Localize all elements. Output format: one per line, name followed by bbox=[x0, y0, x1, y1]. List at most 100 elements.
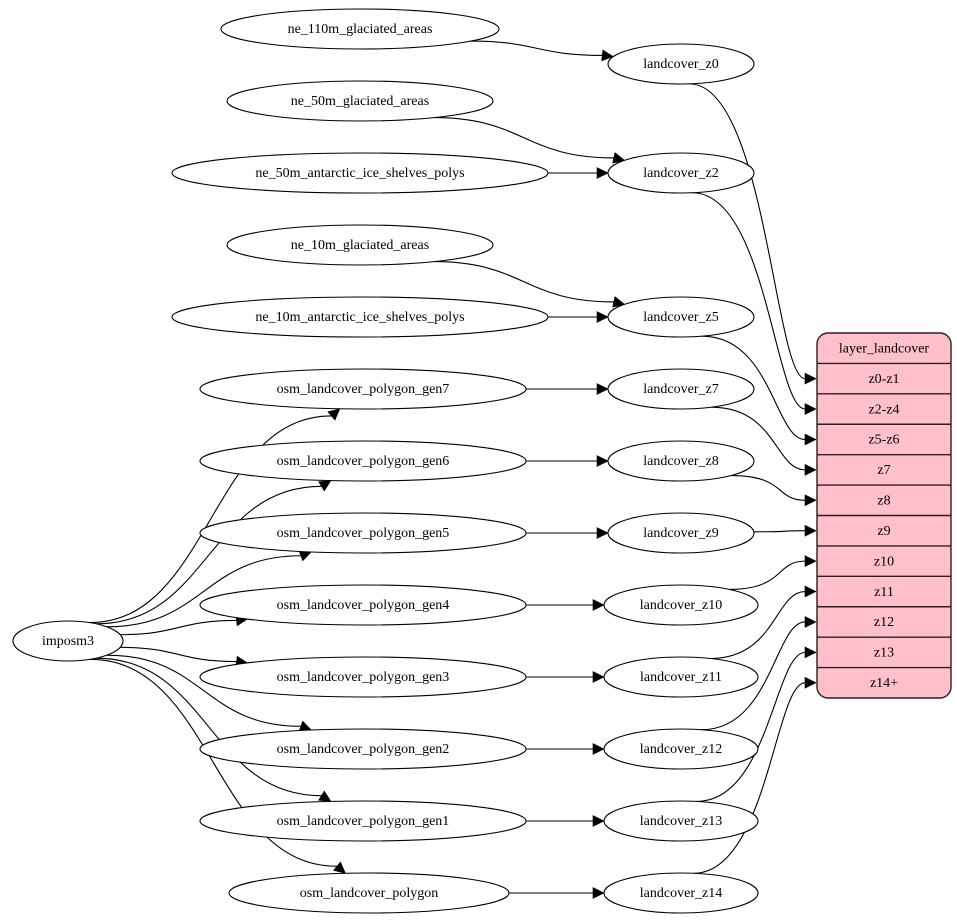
node-shape bbox=[199, 656, 527, 698]
node-label: ne_50m_antarctic_ice_shelves_polys bbox=[255, 166, 464, 181]
node-osm-landcover-polygon-gen4[interactable]: osm_landcover_polygon_gen4 bbox=[199, 584, 527, 626]
edge-arrowhead bbox=[804, 676, 817, 689]
node-landcover-z5[interactable]: landcover_z5 bbox=[607, 296, 755, 338]
node-label: landcover_z5 bbox=[643, 310, 718, 325]
table-row-z13[interactable]: z13 bbox=[874, 646, 894, 661]
layer-landcover-table: layer_landcover z0-z1 z2-z4 z5-z6 z7 z8 z9 z10 z… bbox=[816, 332, 952, 699]
node-shape bbox=[607, 512, 755, 554]
node-shape bbox=[199, 728, 527, 770]
edge-imposm3-to-osm-landcover-polygon-gen7 bbox=[89, 415, 332, 624]
edge-arrowhead bbox=[592, 887, 605, 899]
node-shape bbox=[12, 620, 124, 662]
node-shape bbox=[226, 80, 494, 122]
edge-arrowhead bbox=[804, 524, 817, 537]
node-landcover-z7[interactable]: landcover_z7 bbox=[607, 368, 755, 410]
node-ne-50m-antarctic-ice-shelves-polys[interactable]: ne_50m_antarctic_ice_shelves_polys bbox=[171, 152, 549, 194]
table-row-z9[interactable]: z9 bbox=[877, 524, 890, 539]
edge-arrowhead bbox=[804, 555, 817, 568]
table-row-z10[interactable]: z10 bbox=[874, 554, 894, 569]
node-osm-landcover-polygon-gen1[interactable]: osm_landcover_polygon_gen1 bbox=[199, 800, 527, 842]
edge-imposm3-to-osm-landcover-polygon-gen4 bbox=[120, 619, 237, 636]
edge-imposm3-to-osm-landcover-polygon-gen5 bbox=[106, 555, 301, 628]
edge-landcover-z10-to-z10 bbox=[729, 560, 806, 590]
node-shape bbox=[199, 368, 527, 410]
edge-arrowhead bbox=[596, 311, 609, 323]
node-landcover-z14[interactable]: landcover_z14 bbox=[603, 872, 759, 914]
node-label: imposm3 bbox=[42, 634, 94, 649]
node-osm-landcover-polygon-gen3[interactable]: osm_landcover_polygon_gen3 bbox=[199, 656, 527, 698]
node-landcover-z8[interactable]: landcover_z8 bbox=[607, 440, 755, 482]
node-label: osm_landcover_polygon_gen2 bbox=[277, 742, 450, 757]
table-row-z0-z1[interactable]: z0-z1 bbox=[868, 372, 899, 387]
node-landcover-z9[interactable]: landcover_z9 bbox=[607, 512, 755, 554]
table-header-label: layer_landcover bbox=[839, 341, 930, 356]
table-row-z12[interactable]: z12 bbox=[874, 615, 894, 630]
node-label: osm_landcover_polygon_gen6 bbox=[277, 454, 450, 469]
table-row-z5-z6[interactable]: z5-z6 bbox=[868, 433, 899, 448]
node-landcover-z0[interactable]: landcover_z0 bbox=[607, 43, 755, 85]
edge-arrowhead bbox=[596, 383, 609, 395]
table-row-z8[interactable]: z8 bbox=[877, 494, 890, 509]
table-row-z2-z4[interactable]: z2-z4 bbox=[868, 402, 899, 417]
edge-arrowhead bbox=[592, 743, 605, 755]
edge-landcover-z5-to-z5-z6 bbox=[702, 335, 806, 441]
edge-landcover-z14-to-z14 bbox=[693, 682, 806, 874]
node-shape bbox=[226, 224, 494, 266]
node-shape bbox=[607, 440, 755, 482]
node-landcover-z10[interactable]: landcover_z10 bbox=[603, 584, 759, 626]
edge-arrowhead bbox=[318, 790, 332, 802]
node-shape bbox=[607, 368, 755, 410]
edge-arrowhead bbox=[804, 372, 817, 385]
node-ne-110m-glaciated-areas[interactable]: ne_110m_glaciated_areas bbox=[220, 8, 500, 50]
edge-arrowhead bbox=[804, 585, 817, 598]
edge-arrowhead bbox=[596, 455, 609, 467]
node-ne-10m-antarctic-ice-shelves-polys[interactable]: ne_10m_antarctic_ice_shelves_polys bbox=[171, 296, 549, 338]
node-osm-landcover-polygon-gen5[interactable]: osm_landcover_polygon_gen5 bbox=[199, 512, 527, 554]
node-imposm3[interactable]: imposm3 bbox=[12, 620, 124, 662]
node-label: landcover_z12 bbox=[640, 742, 722, 757]
node-shape bbox=[171, 152, 549, 194]
edge-arrowhead bbox=[804, 463, 817, 476]
edge-landcover-z11-to-z11 bbox=[710, 590, 806, 660]
node-osm-landcover-polygon[interactable]: osm_landcover_polygon bbox=[228, 872, 510, 914]
node-ne-10m-glaciated-areas[interactable]: ne_10m_glaciated_areas bbox=[226, 224, 494, 266]
edge-arrowhead bbox=[592, 815, 605, 827]
node-osm-landcover-polygon-gen2[interactable]: osm_landcover_polygon_gen2 bbox=[199, 728, 527, 770]
node-label: osm_landcover_polygon_gen5 bbox=[277, 526, 450, 541]
node-landcover-z12[interactable]: landcover_z12 bbox=[603, 728, 759, 770]
node-osm-landcover-polygon-gen6[interactable]: osm_landcover_polygon_gen6 bbox=[199, 440, 527, 482]
node-ne-50m-glaciated-areas[interactable]: ne_50m_glaciated_areas bbox=[226, 80, 494, 122]
table-row-z14[interactable]: z14+ bbox=[870, 676, 898, 691]
edge-arrowhead bbox=[333, 861, 346, 874]
node-label: landcover_z7 bbox=[643, 382, 718, 397]
edge-landcover-z2-to-z2-z4 bbox=[692, 192, 806, 410]
edge-landcover-z13-to-z13 bbox=[696, 651, 806, 802]
node-landcover-z13[interactable]: landcover_z13 bbox=[603, 800, 759, 842]
table-row-z7[interactable]: z7 bbox=[877, 463, 890, 478]
node-osm-landcover-polygon-gen7[interactable]: osm_landcover_polygon_gen7 bbox=[199, 368, 527, 410]
edge-arrowhead bbox=[804, 646, 817, 659]
node-landcover-z2[interactable]: landcover_z2 bbox=[607, 152, 755, 194]
edge-arrowhead bbox=[596, 527, 609, 539]
node-shape bbox=[607, 296, 755, 338]
node-label: osm_landcover_polygon_gen1 bbox=[277, 814, 450, 829]
edge-arrowhead bbox=[804, 616, 817, 628]
edge-landcover-z12-to-z12 bbox=[701, 621, 806, 731]
node-label: ne_110m_glaciated_areas bbox=[288, 22, 433, 37]
edge-landcover-z8-to-z8 bbox=[731, 475, 806, 501]
node-shape bbox=[228, 872, 510, 914]
node-shape bbox=[199, 512, 527, 554]
table-row-z11[interactable]: z11 bbox=[874, 585, 894, 600]
node-label: landcover_z11 bbox=[640, 670, 722, 685]
edge-arrowhead bbox=[318, 480, 332, 492]
node-label: osm_landcover_polygon bbox=[300, 886, 438, 901]
node-shape bbox=[171, 296, 549, 338]
edge-ne-10m-glaciated-areas-to-landcover-z5 bbox=[434, 261, 614, 303]
node-shape bbox=[199, 800, 527, 842]
node-landcover-z11[interactable]: landcover_z11 bbox=[603, 656, 759, 698]
node-label: osm_landcover_polygon_gen4 bbox=[277, 598, 450, 613]
edge-imposm3-to-osm-landcover-polygon bbox=[89, 658, 338, 867]
edge-arrowhead bbox=[596, 167, 609, 179]
